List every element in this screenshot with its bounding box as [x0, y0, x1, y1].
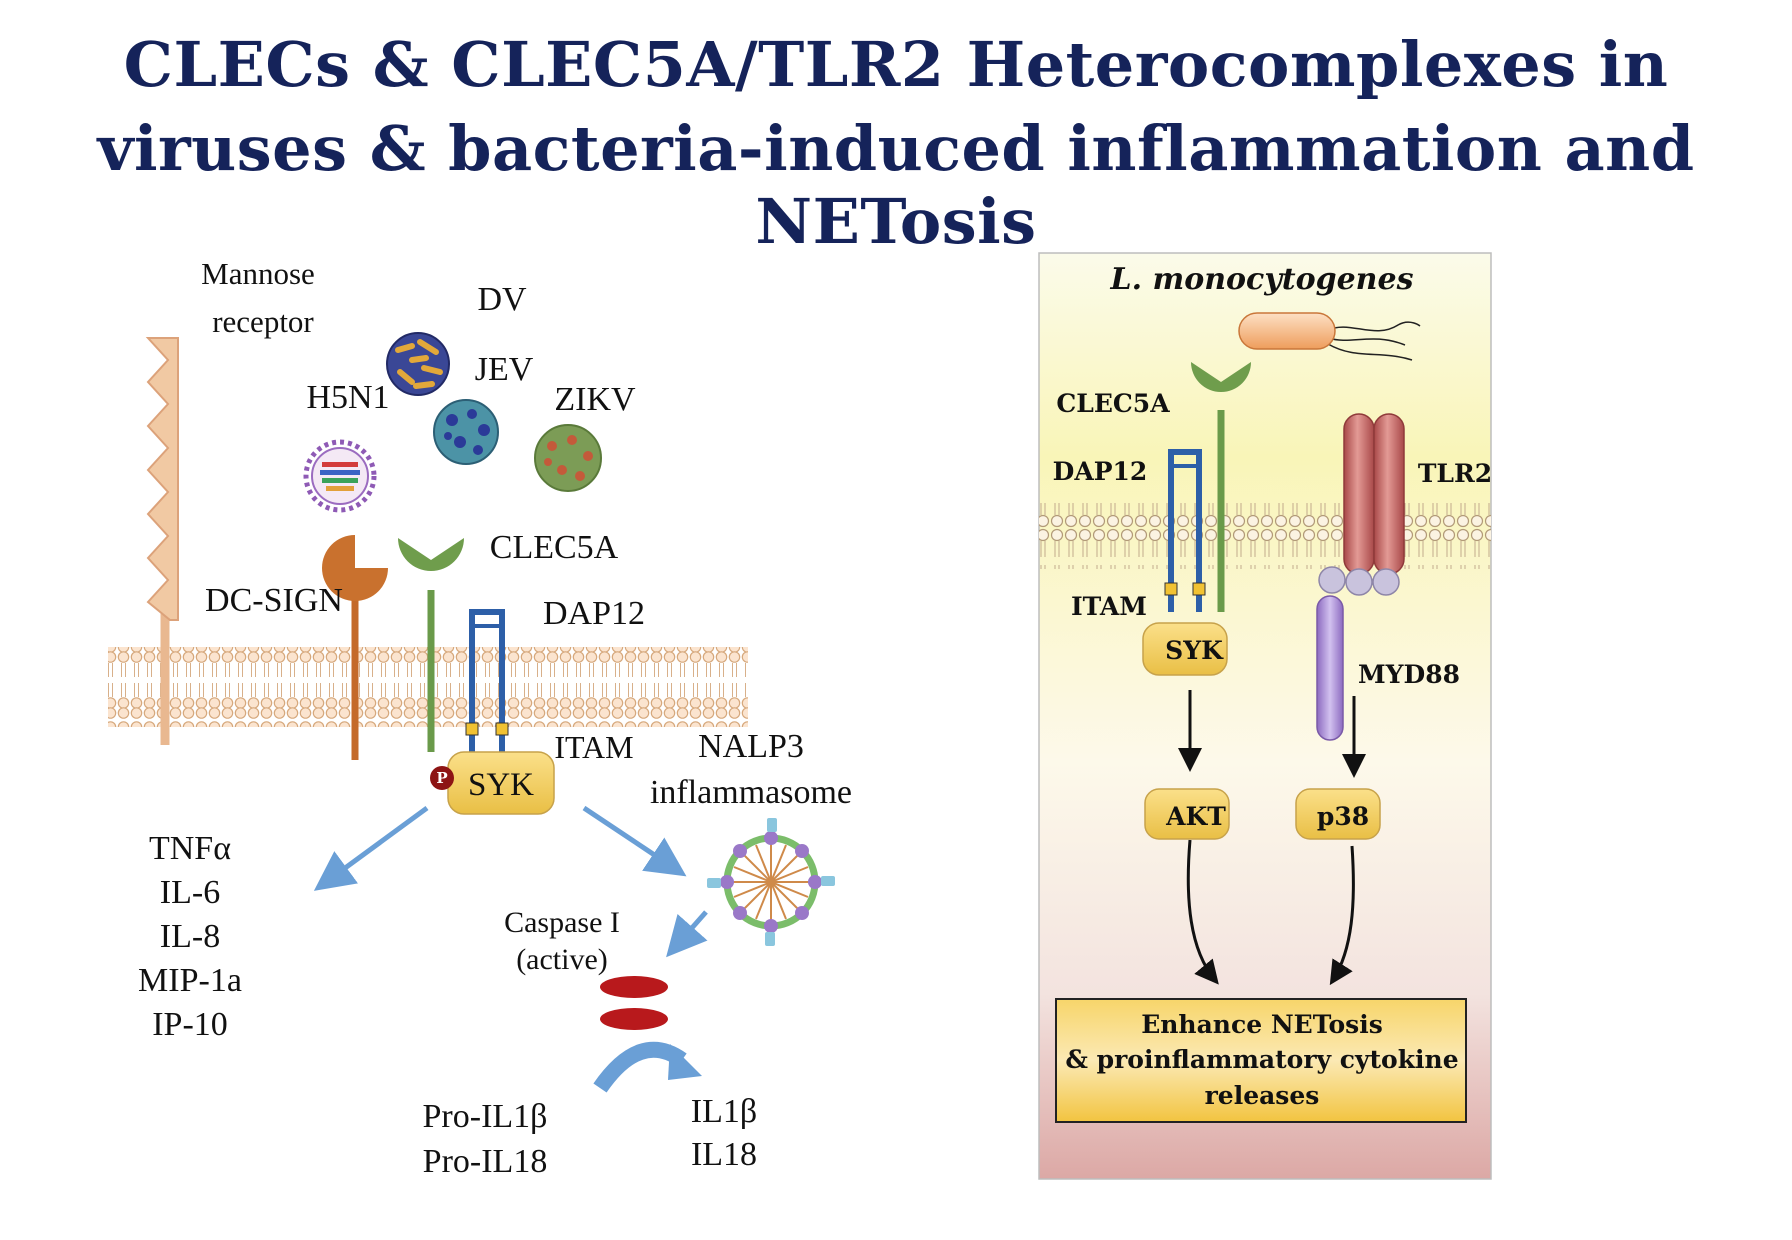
outcome-line-1: Enhance NETosis — [1141, 1010, 1383, 1039]
dap12-dimer-right — [1164, 449, 1206, 612]
caspase-label-2: (active) — [516, 943, 608, 976]
jev-label: JEV — [475, 351, 534, 388]
clec5a-label-left: CLEC5A — [490, 529, 619, 566]
akt-node — [1144, 788, 1230, 840]
p38-label: p38 — [1317, 802, 1369, 831]
clec5a-receptor-shape — [398, 538, 464, 752]
zikv-virus-icon — [534, 424, 602, 492]
pro-il18-label: Pro-IL18 — [423, 1143, 548, 1180]
zikv-label: ZIKV — [554, 381, 636, 418]
left-panel: Mannose receptor DV JEV H5N1 — [108, 256, 852, 1180]
caspase-subunit-icon — [600, 1008, 668, 1030]
clec5a-receptor-right — [1191, 362, 1251, 612]
itam-label-left: ITAM — [554, 729, 633, 765]
title-line-1: CLECs & CLEC5A/TLR2 Heterocomplexes in — [123, 28, 1669, 101]
nalp3-label-1: NALP3 — [698, 728, 804, 765]
h5n1-virus-icon — [303, 439, 377, 513]
dv-label: DV — [477, 281, 527, 318]
bacterium-label: L. monocytogenes — [1110, 262, 1414, 297]
syk-node-right — [1142, 622, 1228, 676]
h5n1-label: H5N1 — [306, 379, 389, 416]
caspase-label-1: Caspase I — [504, 906, 620, 939]
akt-label: AKT — [1165, 802, 1226, 831]
dv-virus-icon — [386, 332, 450, 396]
right-panel: L. monocytogenes CLEC5A DAP12 — [1038, 252, 1492, 1180]
itam-label-right: ITAM — [1071, 592, 1147, 621]
p38-node — [1295, 788, 1381, 840]
outcome-line-2: & proinflammatory cytokine — [1065, 1045, 1458, 1074]
jev-virus-icon — [433, 399, 499, 465]
pro-il1b-label: Pro-IL1β — [423, 1098, 548, 1135]
cytokine-mip1a: MIP-1a — [138, 962, 242, 999]
tlr2-receptor-shape — [1318, 413, 1405, 596]
conversion-arrow-icon — [593, 1041, 702, 1093]
mannose-receptor-label-2: receptor — [212, 304, 314, 339]
syk-label-right: SYK — [1165, 636, 1224, 665]
myd88-shape — [1316, 595, 1344, 741]
phospho-icon — [430, 766, 454, 790]
cytokine-tnfa: TNFα — [149, 830, 231, 867]
outcome-box — [1055, 998, 1467, 1123]
mannose-receptor-label-1: Mannose — [201, 256, 315, 291]
left-signal-arrows — [313, 805, 708, 958]
caspase-subunit-icon — [600, 976, 668, 998]
mannose-receptor-shape — [145, 337, 179, 745]
right-signal-arrows — [1178, 690, 1366, 986]
dap12-label-right: DAP12 — [1053, 457, 1148, 486]
nalp3-label-2: inflammasome — [650, 774, 852, 811]
nalp3-inflammasome-icon — [707, 818, 835, 946]
title-line-2: viruses & bacteria-induced inflammation … — [97, 112, 1695, 258]
bacterium-icon — [1238, 312, 1421, 361]
tlr2-label: TLR2 — [1418, 459, 1492, 488]
right-membrane — [1039, 503, 1491, 569]
cytokine-il6: IL-6 — [160, 874, 220, 911]
dc-sign-label: DC-SIGN — [205, 582, 343, 619]
dap12-dimer-left — [465, 609, 509, 752]
myd88-label: MYD88 — [1358, 660, 1460, 689]
cytokine-ip10: IP-10 — [152, 1006, 228, 1043]
clec5a-label-right: CLEC5A — [1056, 389, 1170, 418]
il1b-label: IL1β — [691, 1093, 757, 1130]
outcome-line-3: releases — [1205, 1081, 1320, 1110]
il18-label: IL18 — [691, 1136, 757, 1173]
syk-label-left: SYK — [468, 767, 534, 803]
cytokine-il8: IL-8 — [160, 918, 220, 955]
dap12-label-left: DAP12 — [543, 595, 645, 632]
phospho-label: P — [436, 769, 447, 787]
dc-sign-receptor-shape — [322, 535, 388, 760]
